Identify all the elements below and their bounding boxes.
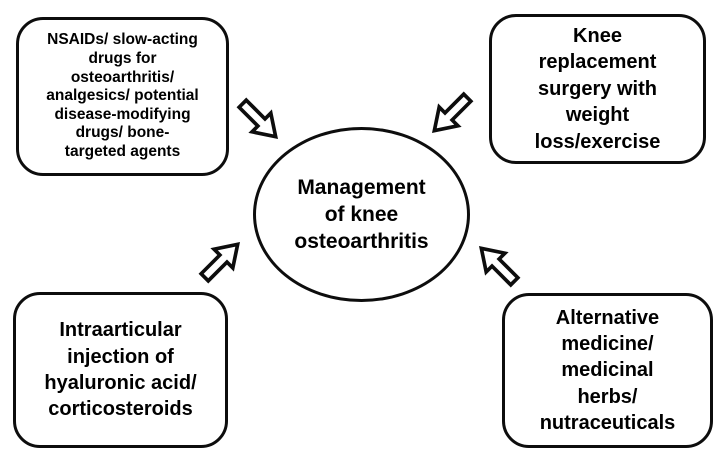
node-alternative-medicine: Alternative medicine/ medicinal herbs/ n… [502, 293, 713, 448]
node-drug-therapy: NSAIDs/ slow-acting drugs for osteoarthr… [16, 17, 229, 176]
block-arrow-northeast-icon [198, 241, 241, 284]
node-intraarticular-injection: Intraarticular injection of hyaluronic a… [13, 292, 228, 448]
node-center-management: Management of knee osteoarthritis [253, 127, 470, 302]
block-arrow-southeast-icon [236, 97, 279, 140]
block-arrow-northwest-icon [478, 245, 521, 288]
node-knee-replacement-surgery: Knee replacement surgery with weight los… [489, 14, 706, 164]
block-arrow-southwest-icon [431, 91, 474, 134]
